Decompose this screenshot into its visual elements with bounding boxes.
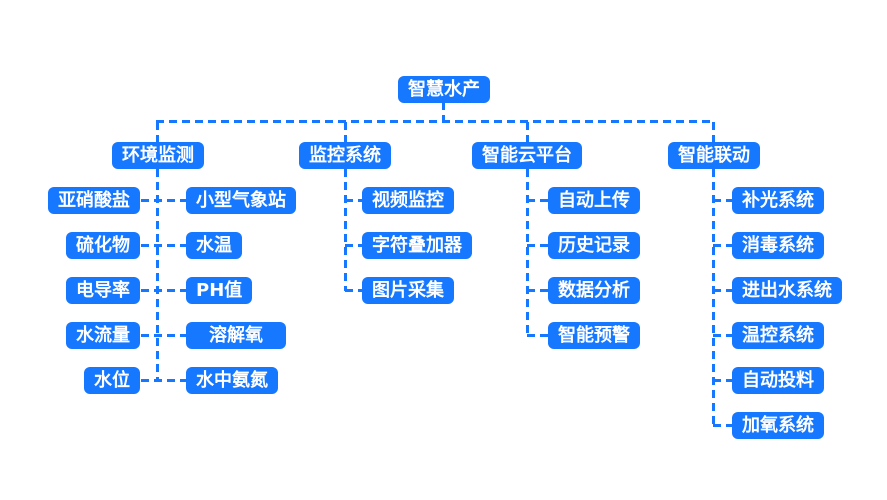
node-ammonia-nitrogen: 水中氨氮 — [186, 367, 278, 394]
connector-linkage-row5 — [713, 379, 732, 382]
node-auto-upload: 自动上传 — [548, 187, 640, 214]
connector-linkage-row3 — [713, 289, 732, 292]
node-water-level: 水位 — [84, 367, 140, 394]
connector-linkage-row1 — [713, 199, 732, 202]
node-history-records: 历史记录 — [548, 232, 640, 259]
connector-cloud-row1 — [527, 199, 548, 202]
connector-monitor-trunk — [344, 169, 347, 291]
connector-drop-monitor — [344, 122, 347, 142]
connector-env-trunk — [156, 169, 159, 381]
connector-drop-linkage — [712, 122, 715, 142]
connector-drop-env — [156, 122, 159, 142]
connector-env-row4 — [141, 334, 186, 337]
connector-monitor-row3 — [345, 289, 362, 292]
node-disinfection-system: 消毒系统 — [732, 232, 824, 259]
node-sulfide: 硫化物 — [66, 232, 140, 259]
node-smart-aquaculture: 智慧水产 — [398, 76, 490, 103]
connector-monitor-row1 — [345, 199, 362, 202]
node-video-monitoring: 视频监控 — [362, 187, 454, 214]
node-water-flow: 水流量 — [66, 322, 140, 349]
node-image-capture: 图片采集 — [362, 277, 454, 304]
node-auto-feeding: 自动投料 — [732, 367, 824, 394]
node-env-monitoring: 环境监测 — [112, 142, 204, 169]
node-smart-linkage: 智能联动 — [668, 142, 760, 169]
node-water-temp: 水温 — [186, 232, 242, 259]
node-smart-alert: 智能预警 — [548, 322, 640, 349]
connector-cloud-row4 — [527, 334, 548, 337]
node-oxygen-system: 加氧系统 — [732, 412, 824, 439]
connector-top-rail — [156, 120, 715, 123]
node-monitoring-system: 监控系统 — [299, 142, 391, 169]
connector-drop-cloud — [526, 122, 529, 142]
connector-cloud-trunk — [526, 169, 529, 336]
node-nitrite: 亚硝酸盐 — [48, 187, 140, 214]
connector-env-row3 — [141, 289, 186, 292]
connector-cloud-row3 — [527, 289, 548, 292]
node-weather-station: 小型气象站 — [186, 187, 296, 214]
connector-env-row2 — [141, 244, 186, 247]
connector-linkage-row6 — [713, 424, 732, 427]
connector-env-row5 — [141, 379, 186, 382]
connector-linkage-trunk — [712, 169, 715, 426]
node-ph-value: PH值 — [186, 277, 253, 304]
connector-root-drop — [442, 102, 445, 122]
node-character-overlay: 字符叠加器 — [362, 232, 472, 259]
connector-linkage-row4 — [713, 334, 732, 337]
connector-cloud-row2 — [527, 244, 548, 247]
node-water-io-system: 进出水系统 — [732, 277, 842, 304]
node-light-system: 补光系统 — [732, 187, 824, 214]
node-dissolved-oxygen: 溶解氧 — [186, 322, 286, 349]
connector-monitor-row2 — [345, 244, 362, 247]
node-cloud-platform: 智能云平台 — [472, 142, 582, 169]
node-conductivity: 电导率 — [66, 277, 140, 304]
connector-linkage-row2 — [713, 244, 732, 247]
node-data-analysis: 数据分析 — [548, 277, 640, 304]
node-temp-control-system: 温控系统 — [732, 322, 824, 349]
connector-env-row1 — [141, 199, 186, 202]
